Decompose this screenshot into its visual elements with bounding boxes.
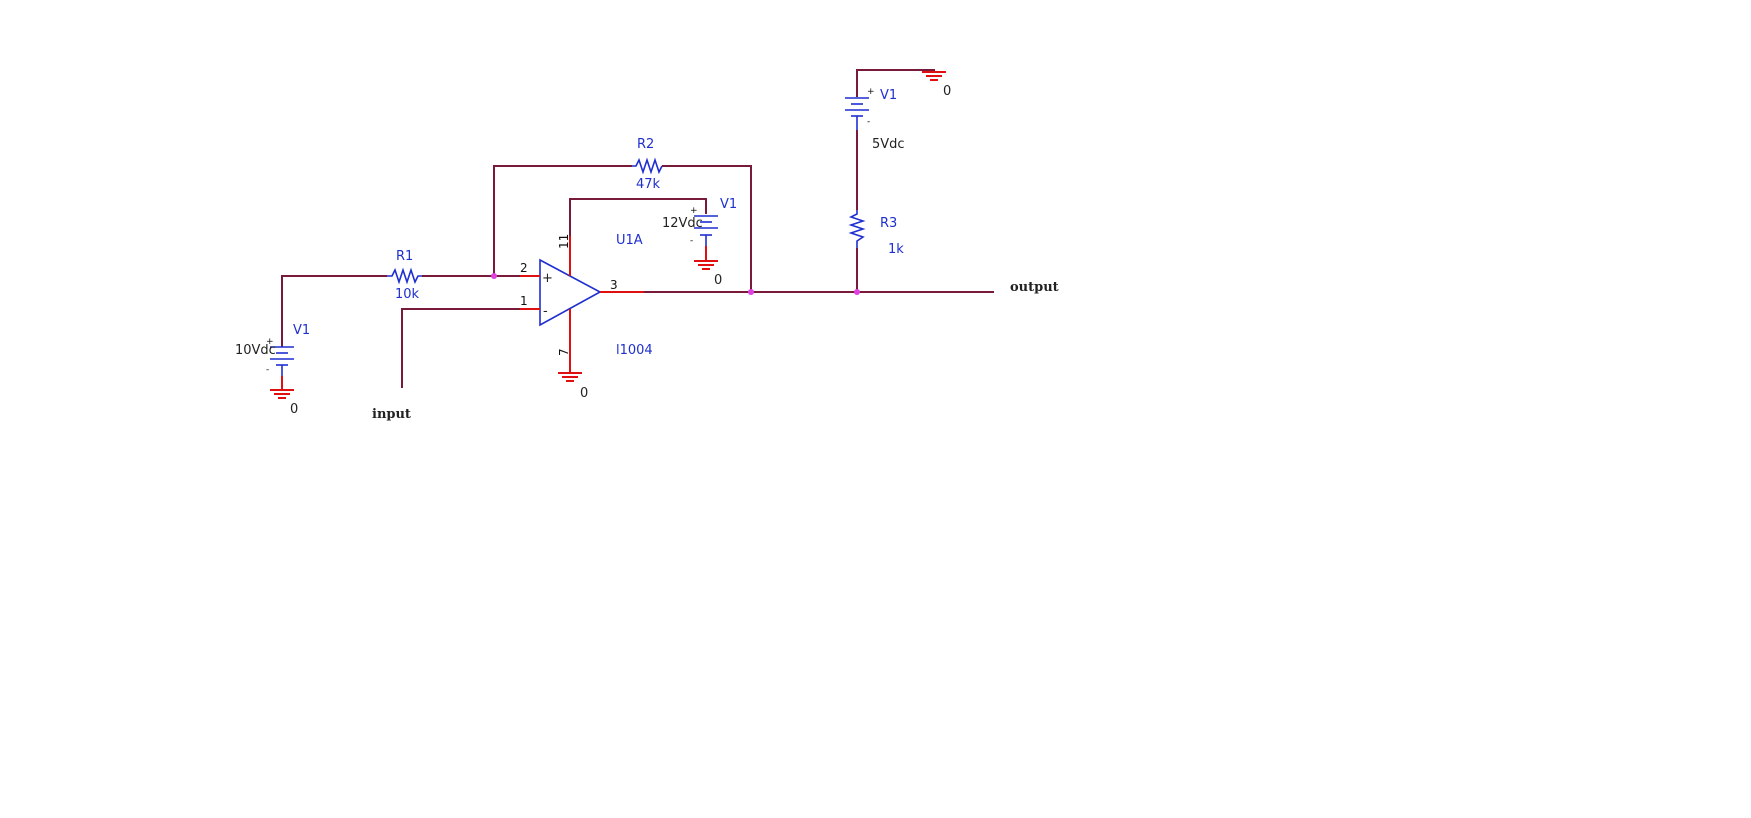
source-v1-ref: V1 xyxy=(293,323,310,338)
wire-v1-to-r1 xyxy=(281,275,387,347)
resistor-r3-symbol xyxy=(848,210,866,248)
opamp-pin-vplus-number: 11 xyxy=(557,234,571,249)
wire-5v-top xyxy=(856,69,935,97)
junction-output-feedback xyxy=(748,289,754,295)
battery-minus: - xyxy=(266,365,269,375)
battery-minus: - xyxy=(690,236,693,246)
battery-plus: + xyxy=(266,337,274,347)
resistor-r3-ref: R3 xyxy=(880,216,897,231)
resistor-r1-value: 10k xyxy=(395,287,420,302)
wire-input xyxy=(401,308,520,388)
opamp-pin-inv-number: 1 xyxy=(520,294,528,308)
source-v1-12vdc[interactable]: + - V1 12Vdc xyxy=(662,197,737,261)
wire-vplus xyxy=(569,198,707,236)
opamp-pin-out-number: 3 xyxy=(610,278,618,292)
junction-r1-feedback xyxy=(491,273,497,279)
net-label-input: input xyxy=(372,407,411,422)
wires xyxy=(281,69,994,388)
resistor-r2-ref: R2 xyxy=(637,137,654,152)
opamp-plus-sign: + xyxy=(542,271,553,286)
source-v1-12-ref: V1 xyxy=(720,197,737,212)
wire-feedback-right xyxy=(662,165,752,292)
ground-label-top: 0 xyxy=(943,84,951,99)
resistor-r1-symbol xyxy=(387,267,422,285)
battery-plus: + xyxy=(867,87,875,97)
opamp-pin-noninv-number: 2 xyxy=(520,261,528,275)
opamp-ref: U1A xyxy=(616,233,643,248)
opamp-part: l1004 xyxy=(616,343,653,358)
net-label-output: output xyxy=(1010,280,1059,295)
source-v1-5-ref: V1 xyxy=(880,88,897,103)
source-v1-value: 10Vdc xyxy=(235,343,276,358)
resistor-r2-symbol xyxy=(632,157,663,175)
ground-symbol-left: 0 xyxy=(270,389,298,417)
battery-plus: + xyxy=(690,206,698,216)
resistor-r1[interactable]: R1 10k xyxy=(387,249,422,302)
resistor-r1-ref: R1 xyxy=(396,249,413,264)
ground-label-supply: 0 xyxy=(714,273,722,288)
battery-minus: - xyxy=(867,117,870,127)
source-v1-12-value: 12Vdc xyxy=(662,216,703,231)
source-v1-10vdc[interactable]: + - V1 10Vdc xyxy=(235,323,310,390)
opamp-pin-vminus-number: 7 xyxy=(557,348,571,356)
junctions xyxy=(491,273,860,295)
wire-feedback-left xyxy=(493,165,632,276)
ground-symbol-top: 0 xyxy=(922,71,951,99)
junction-output-r3 xyxy=(854,289,860,295)
opamp-minus-sign: - xyxy=(543,304,548,319)
ground-symbol-opamp: 0 xyxy=(558,372,588,401)
source-v1-5vdc[interactable]: + - V1 5Vdc xyxy=(845,87,905,152)
resistor-r2[interactable]: R2 47k xyxy=(632,137,663,192)
ground-symbol-supply: 0 xyxy=(694,260,722,288)
ground-label-opamp: 0 xyxy=(580,386,588,401)
resistor-r3-value: 1k xyxy=(888,242,904,257)
source-v1-5-value: 5Vdc xyxy=(872,137,905,152)
resistor-r2-value: 47k xyxy=(636,177,661,192)
ground-label-left: 0 xyxy=(290,402,298,417)
opamp-u1a[interactable]: + - 2 1 3 11 7 U1A l1004 xyxy=(520,233,653,372)
resistor-r3[interactable]: R3 1k xyxy=(848,210,904,257)
